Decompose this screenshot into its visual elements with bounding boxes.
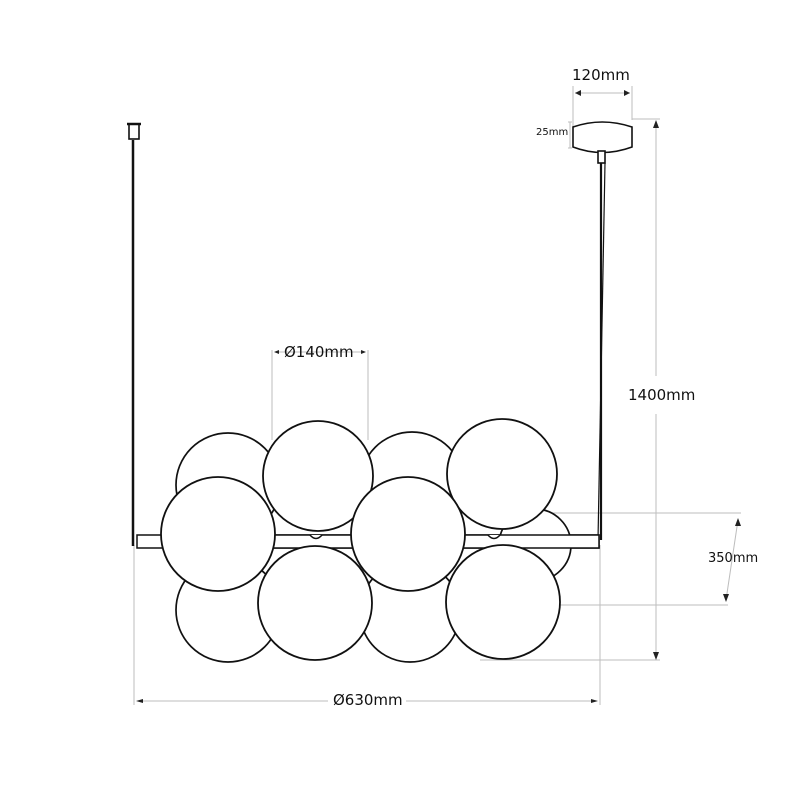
- globe-diameter-label: Ø140mm: [284, 343, 354, 361]
- left-suspension: [127, 122, 141, 546]
- canopy-diameter-label: 120mm: [572, 66, 630, 84]
- dimension-arrows: [136, 90, 741, 703]
- fixture-width-label: Ø630mm: [330, 691, 406, 709]
- fixture-height-label: 350mm: [708, 551, 759, 566]
- dimension-lines: [133, 86, 741, 705]
- canopy-height-label: 25mm: [536, 127, 569, 138]
- ceiling-canopy: [572, 121, 633, 541]
- front-globes: [160, 418, 561, 661]
- total-height-label: 1400mm: [628, 386, 696, 404]
